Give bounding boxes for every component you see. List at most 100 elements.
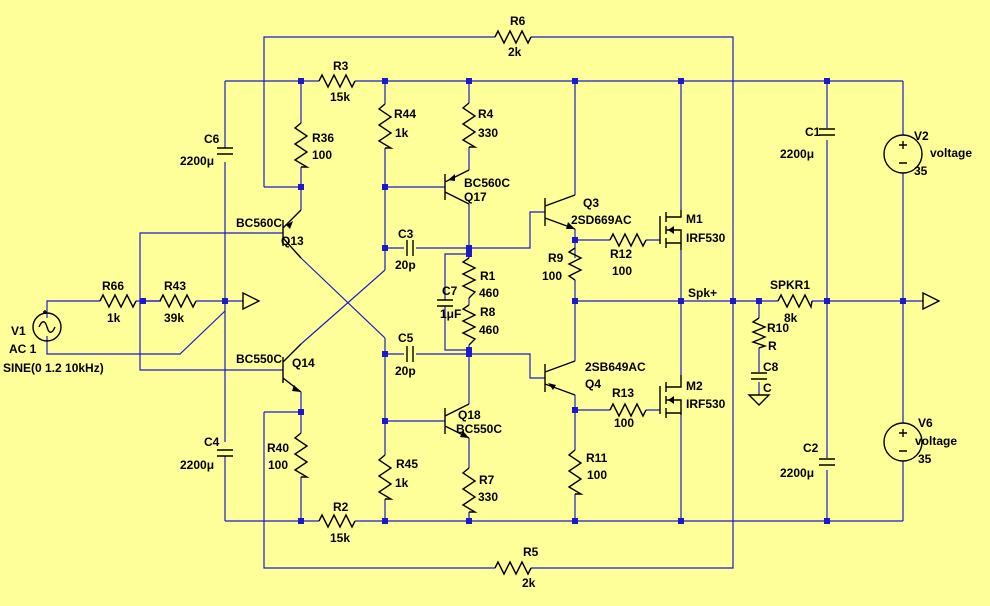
label-Q17-type: BC560C (464, 176, 510, 190)
resistor-R3 (318, 73, 356, 89)
resistor-R45 (377, 454, 394, 500)
label-V1-ac: AC 1 (9, 342, 37, 356)
resistor-R1 (461, 257, 477, 299)
label-M2-type: IRF530 (686, 397, 726, 411)
label-R43: R43 (164, 279, 186, 293)
label-R12-value: 100 (612, 264, 632, 278)
label-C3-value: 20p (395, 258, 416, 272)
capacitor-C1 (819, 128, 835, 136)
label-R2: R2 (333, 500, 349, 514)
ground-flag-left (242, 291, 261, 311)
label-R40: R40 (267, 441, 289, 455)
label-R13: R13 (612, 386, 634, 400)
label-M1: M1 (686, 212, 703, 226)
label-C8-value: C (763, 381, 772, 395)
transistor-Q13 (282, 209, 302, 259)
label-V6: V6 (918, 416, 933, 430)
label-R8: R8 (480, 305, 496, 319)
label-R1-value: 460 (479, 286, 499, 300)
label-R2-value: 15k (330, 531, 350, 545)
label-R9-value: 100 (542, 269, 562, 283)
label-R3-value: 15k (330, 90, 350, 104)
resistor-R44 (377, 103, 394, 149)
voltage-source-V6 (883, 422, 923, 462)
label-R4: R4 (478, 107, 494, 121)
label-R5-value: 2k (522, 576, 536, 590)
resistor-R4 (461, 102, 478, 148)
label-R36-value: 100 (312, 148, 332, 162)
ground-flag-right (922, 291, 941, 311)
resistor-R36 (293, 122, 310, 168)
component-labels: R6 2k R3 15k C6 2200μ R36 100 R44 1k R4 … (3, 14, 972, 590)
capacitor-C8 (751, 372, 767, 380)
label-R9: R9 (548, 251, 564, 265)
transistor-Q4 (544, 360, 576, 396)
label-M1-type: IRF530 (686, 231, 726, 245)
resistor-R7 (461, 467, 478, 513)
label-R1: R1 (480, 269, 496, 283)
wires (46, 36, 923, 569)
mosfet-M1 (659, 210, 682, 250)
mosfet-M2 (659, 375, 682, 418)
resistor-R10 (751, 317, 768, 349)
label-R3: R3 (333, 59, 349, 73)
label-SPKR1: SPKR1 (770, 278, 810, 292)
label-R40-value: 100 (268, 458, 288, 472)
label-V2-text: voltage (930, 146, 972, 160)
label-C5: C5 (398, 331, 414, 345)
voltage-source-V2 (883, 134, 923, 174)
resistor-R2 (318, 513, 356, 529)
label-R66-value: 1k (107, 311, 121, 325)
label-Q4: Q4 (585, 377, 601, 391)
label-V6-value: 35 (918, 452, 932, 466)
resistor-R13 (609, 402, 647, 418)
label-C8: C8 (763, 360, 779, 374)
label-V1-sine: SINE(0 1.2 10kHz) (3, 361, 104, 375)
resistor-R43 (159, 293, 197, 309)
label-R44-value: 1k (395, 126, 409, 140)
resistor-R8 (461, 304, 477, 346)
label-Q3: Q3 (583, 196, 599, 210)
capacitor-C3 (406, 240, 414, 256)
label-C7-value: 1μF (440, 307, 461, 321)
label-C1-value: 2200μ (780, 147, 814, 161)
label-R10: R10 (767, 321, 789, 335)
label-C4-value: 2200μ (180, 458, 214, 472)
label-M2: M2 (686, 379, 703, 393)
label-R11-value: 100 (587, 468, 607, 482)
label-R6: R6 (510, 14, 526, 28)
label-Q18: Q18 (458, 408, 481, 422)
label-R45-value: 1k (395, 476, 409, 490)
label-Q14-type: BC550C (236, 352, 282, 366)
capacitor-C2 (819, 458, 835, 466)
label-C1: C1 (805, 125, 821, 139)
label-R10-value: R (768, 339, 777, 353)
resistor-R12 (609, 232, 647, 248)
transistor-Q17 (444, 169, 470, 205)
label-C5-value: 20p (395, 364, 416, 378)
resistor-R9 (567, 247, 583, 281)
label-R7-value: 330 (478, 490, 498, 504)
label-Q3-type: 2SD669AC (571, 213, 632, 227)
label-C3: C3 (398, 227, 414, 241)
label-Q4-type: 2SB649AC (585, 360, 646, 374)
label-R13-value: 100 (614, 416, 634, 430)
label-Q17: Q17 (464, 190, 487, 204)
label-C2: C2 (803, 441, 819, 455)
label-R44: R44 (394, 107, 416, 121)
label-Q13-type: BC560C (236, 216, 282, 230)
capacitor-C7 (437, 299, 453, 307)
label-C6: C6 (204, 132, 220, 146)
resistor-R6 (494, 29, 532, 45)
label-spk-plus: Spk+ (688, 286, 717, 300)
capacitor-C4 (217, 449, 233, 457)
label-R12: R12 (610, 247, 632, 261)
resistor-R40 (293, 432, 310, 478)
label-SPKR1-value: 8k (784, 311, 798, 325)
label-C4: C4 (204, 435, 220, 449)
ground-symbol-C8 (747, 394, 771, 406)
label-R4-value: 330 (478, 126, 498, 140)
capacitor-C5 (406, 346, 414, 362)
label-R66: R66 (102, 279, 124, 293)
